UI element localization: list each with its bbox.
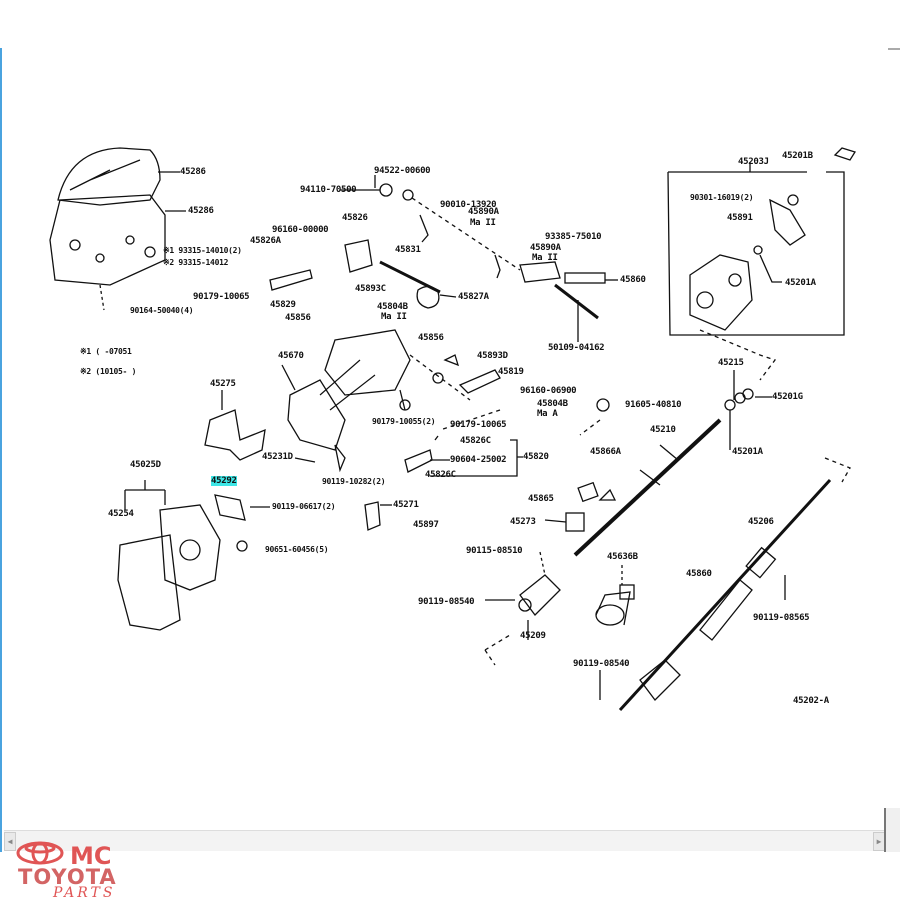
part-label[interactable]: 45201A [785, 278, 816, 288]
part-label[interactable]: 93385-75010 [545, 232, 602, 242]
part-label[interactable]: 45273 [510, 517, 536, 527]
toyota-emblem-icon [16, 841, 64, 865]
part-label[interactable]: 45826 [342, 213, 368, 223]
part-label-highlighted[interactable]: 45292 [211, 476, 237, 486]
part-label[interactable]: 90301-16019(2) [690, 193, 754, 202]
part-label[interactable]: 45890A [468, 207, 499, 217]
column-hole-cover [117, 480, 270, 631]
part-label[interactable]: 94522-00600 [374, 166, 431, 176]
part-label[interactable]: 45893C [355, 284, 386, 294]
steering-column-tube [281, 329, 501, 473]
logo-toyota: TOYOTA [18, 865, 117, 889]
part-label[interactable]: 96160-00000 [272, 225, 329, 235]
part-label[interactable]: 90010-13920 [440, 200, 497, 210]
part-label[interactable]: 45890A [530, 243, 561, 253]
part-label[interactable]: 45820 [523, 452, 549, 462]
part-label[interactable]: 50109-04162 [548, 343, 605, 353]
part-label[interactable]: 45893D [477, 351, 508, 361]
part-label[interactable]: 45286 [188, 206, 214, 216]
column-cover-lower [49, 194, 166, 311]
part-label[interactable]: ※1 ( -07051 [80, 347, 132, 356]
part-label[interactable]: 45819 [498, 367, 524, 377]
part-label[interactable]: 45826C [460, 436, 491, 446]
boot [595, 565, 635, 626]
horizontal-scrollbar[interactable] [4, 830, 884, 851]
omc-toyota-parts-logo: MC TOYOTA PARTS [16, 841, 117, 898]
part-label[interactable]: 45860 [686, 569, 712, 579]
part-label[interactable]: ※2 93315-14012 [163, 258, 229, 267]
part-label[interactable]: 90651-60456(5) [265, 545, 329, 554]
part-label[interactable]: 45831 [395, 245, 421, 255]
part-label[interactable]: 90119-06617(2) [272, 502, 336, 511]
column-cover-upper [57, 147, 161, 206]
part-label[interactable]: 45866A [590, 447, 621, 457]
part-label[interactable]: 45201G [772, 392, 803, 402]
chevron-left-icon: ◀ [7, 837, 13, 846]
part-label[interactable]: 90164-50040(4) [130, 306, 194, 315]
part-label[interactable]: 45286 [180, 167, 206, 177]
part-label[interactable]: 45271 [393, 500, 419, 510]
part-label[interactable]: 45860 [620, 275, 646, 285]
part-label[interactable]: 45856 [418, 333, 444, 343]
part-label[interactable]: 45827A [458, 292, 489, 302]
part-label[interactable]: Ma II [470, 218, 496, 228]
lock-housing-box [667, 147, 856, 381]
part-label[interactable]: 90604-25002 [450, 455, 507, 465]
part-label[interactable]: 45215 [718, 358, 744, 368]
part-label[interactable]: 45209 [520, 631, 546, 641]
part-label[interactable]: 90119-08565 [753, 613, 810, 623]
linkage-parts [269, 175, 618, 342]
vertical-scrollbar[interactable] [884, 808, 900, 852]
part-label[interactable]: 45202-A [793, 696, 829, 706]
part-label[interactable]: 45865 [528, 494, 554, 504]
part-label[interactable]: 90119-10282(2) [322, 477, 386, 486]
part-label[interactable]: 45891 [727, 213, 753, 223]
lower-shaft [599, 457, 851, 712]
part-label[interactable]: Ma II [381, 312, 407, 322]
part-label[interactable]: Ma II [532, 253, 558, 263]
part-label[interactable]: 45254 [108, 509, 134, 519]
part-label[interactable]: 45201A [732, 447, 763, 457]
part-label[interactable]: 45829 [270, 300, 296, 310]
scroll-left-button[interactable]: ◀ [4, 832, 16, 851]
part-label[interactable]: 90179-10055(2) [372, 417, 436, 426]
part-label[interactable]: 45206 [748, 517, 774, 527]
part-label[interactable]: 90119-08540 [573, 659, 630, 669]
scrollbar-edge [888, 48, 900, 54]
logo-mc: MC [70, 842, 112, 870]
part-label[interactable]: ※1 93315-14010(2) [163, 246, 242, 255]
part-label[interactable]: 45856 [285, 313, 311, 323]
part-label[interactable]: 45201B [782, 151, 813, 161]
switch-parts [404, 409, 523, 477]
part-label[interactable]: Ma A [537, 409, 558, 419]
part-label[interactable]: 90179-10065 [450, 420, 507, 430]
part-label[interactable]: 45636B [607, 552, 638, 562]
chevron-right-icon: ▶ [876, 837, 882, 846]
part-label[interactable]: 90119-08540 [418, 597, 475, 607]
part-label[interactable]: 45275 [210, 379, 236, 389]
washers [724, 370, 772, 450]
part-label[interactable]: 45203J [738, 157, 769, 167]
part-label[interactable]: 90179-10065 [193, 292, 250, 302]
column-bracket [204, 390, 316, 463]
part-label[interactable]: 45231D [262, 452, 293, 462]
part-label[interactable]: 96160-06900 [520, 386, 577, 396]
part-label[interactable]: 45804B [377, 302, 408, 312]
part-label[interactable]: 45210 [650, 425, 676, 435]
part-label[interactable]: 45826C [425, 470, 456, 480]
part-label[interactable]: 91605-40810 [625, 400, 682, 410]
intermediate-shaft [544, 398, 722, 557]
part-label[interactable]: ※2 (10105- ) [80, 367, 137, 376]
part-label[interactable]: 45670 [278, 351, 304, 361]
universal-joint [484, 551, 561, 666]
part-label[interactable]: 90115-08510 [466, 546, 523, 556]
part-label[interactable]: 45025D [130, 460, 161, 470]
diagram-viewer [0, 48, 900, 852]
part-label[interactable]: 45804B [537, 399, 568, 409]
logo-parts: PARTS [52, 885, 115, 898]
part-label[interactable]: 45826A [250, 236, 281, 246]
part-label[interactable]: 45897 [413, 520, 439, 530]
part-label[interactable]: 94110-70500 [300, 185, 357, 195]
